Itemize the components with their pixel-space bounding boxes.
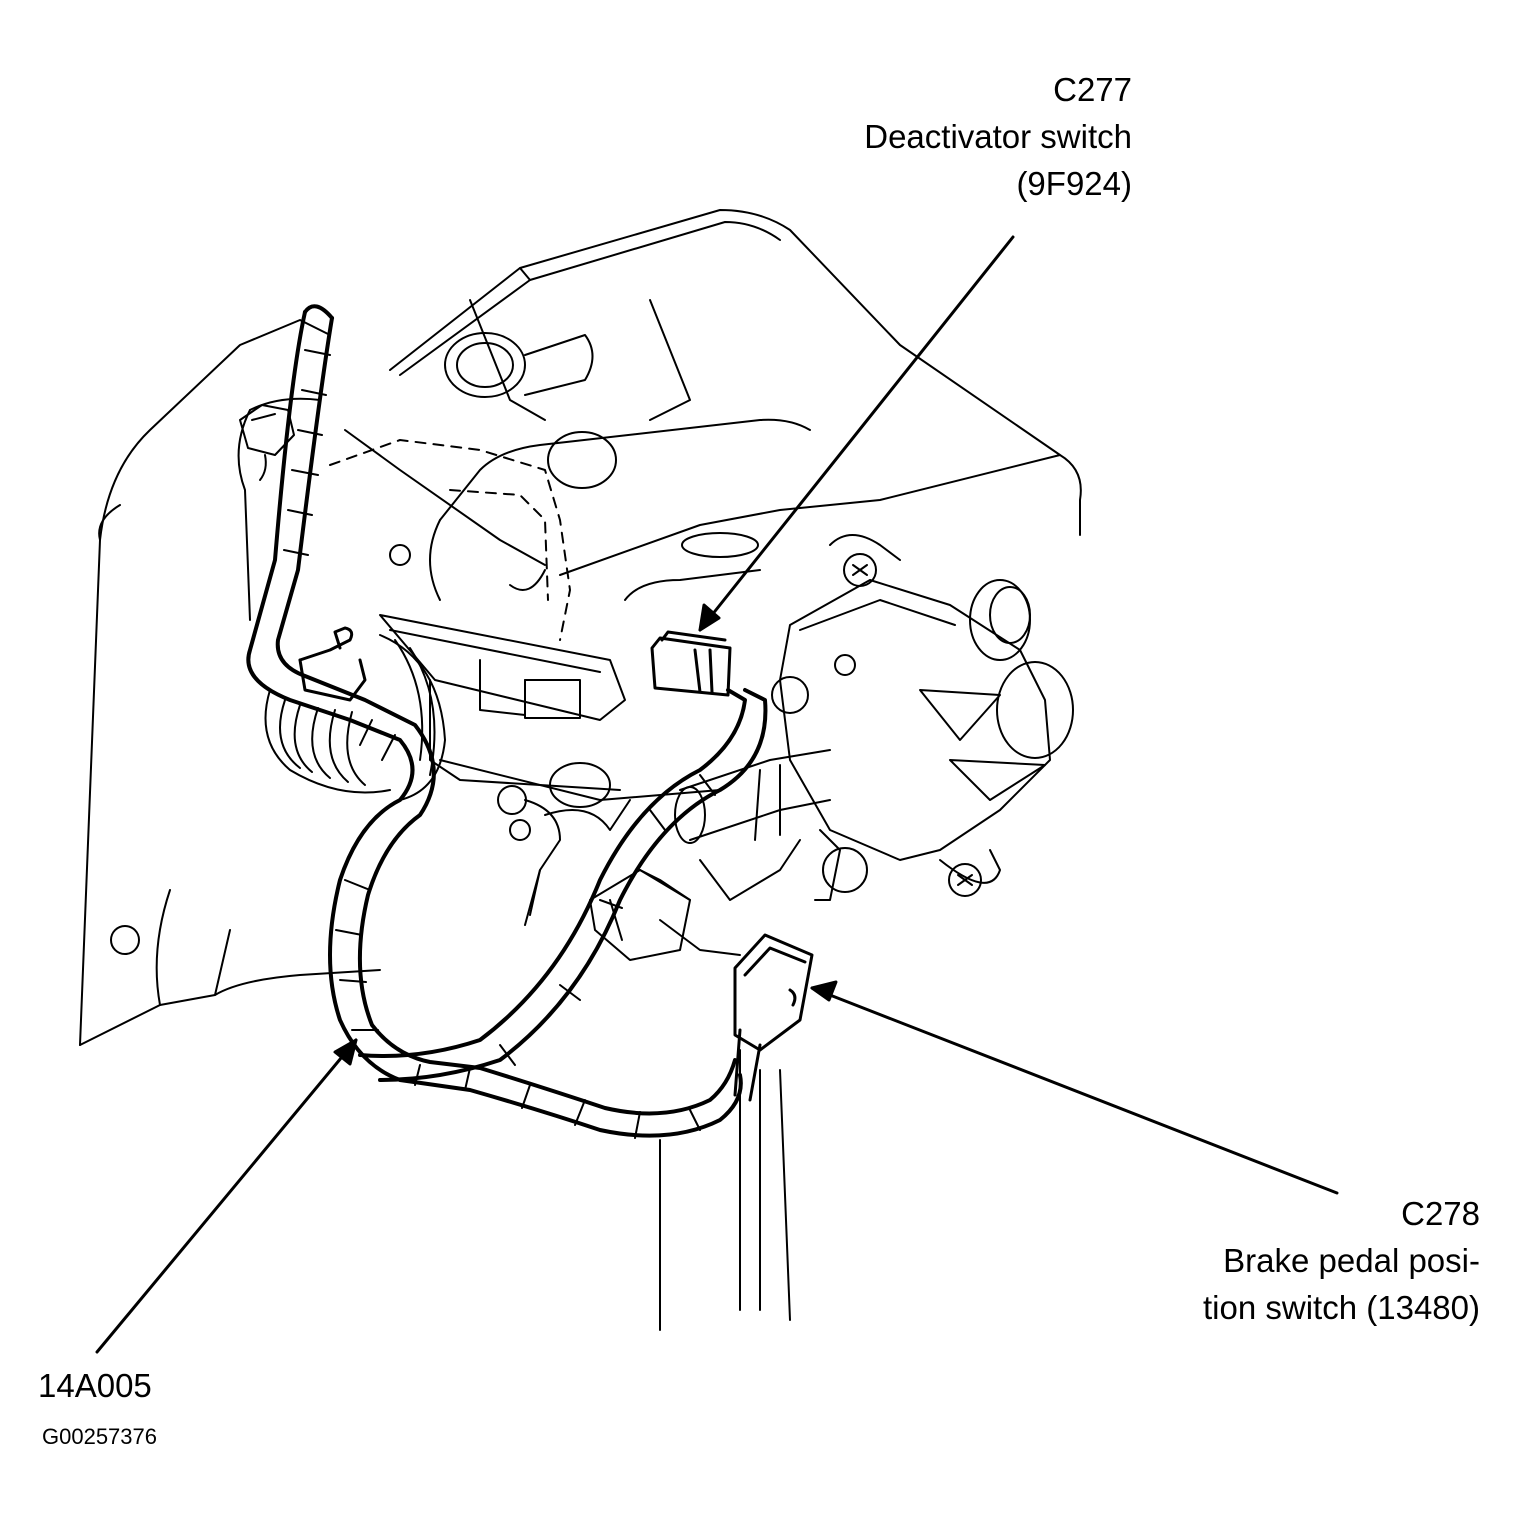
c277-leader-line: [698, 235, 1015, 632]
retaining-clip: [497, 762, 631, 926]
c277-label: C277 Deactivator switch (9F924): [864, 66, 1132, 207]
switch-plug: [589, 869, 741, 961]
c277-component-name: Deactivator switch: [864, 118, 1132, 155]
harness-part-number: 14A005: [38, 1367, 152, 1404]
c277-connector: [650, 630, 732, 697]
wiring-harness: [246, 304, 768, 1138]
figure-id: G00257376: [42, 1424, 157, 1449]
bolt-head: [239, 404, 295, 481]
c278-component-name-line1: Brake pedal posi-: [1223, 1242, 1480, 1279]
switch-body: [771, 534, 1074, 901]
mounting-plate: [79, 319, 381, 1046]
c277-arrowhead: [698, 603, 721, 632]
c278-component-name-line2: tion switch (13480): [1203, 1289, 1480, 1326]
c277-part-number: (9F924): [1016, 165, 1132, 202]
harness-arrowhead: [333, 1038, 358, 1066]
harness-tape-wraps: [283, 349, 716, 1139]
pedal-shaft: [659, 749, 831, 1331]
c278-connector-code: C278: [1401, 1195, 1480, 1232]
leader-arrows: [95, 235, 1339, 1354]
harness-label: 14A005: [38, 1362, 152, 1409]
c278-leader-line: [810, 986, 1339, 1195]
c277-connector-code: C277: [1053, 71, 1132, 108]
return-spring-boot: [264, 634, 446, 801]
c278-connector: [733, 933, 814, 1102]
upper-housing: [237, 209, 1082, 676]
hidden-pedal-arm: [329, 439, 571, 641]
c278-arrowhead: [810, 980, 838, 1002]
harness-clip: [298, 626, 367, 702]
c278-label: C278 Brake pedal posi- tion switch (1348…: [1203, 1190, 1480, 1331]
harness-leader-line: [95, 1038, 358, 1354]
